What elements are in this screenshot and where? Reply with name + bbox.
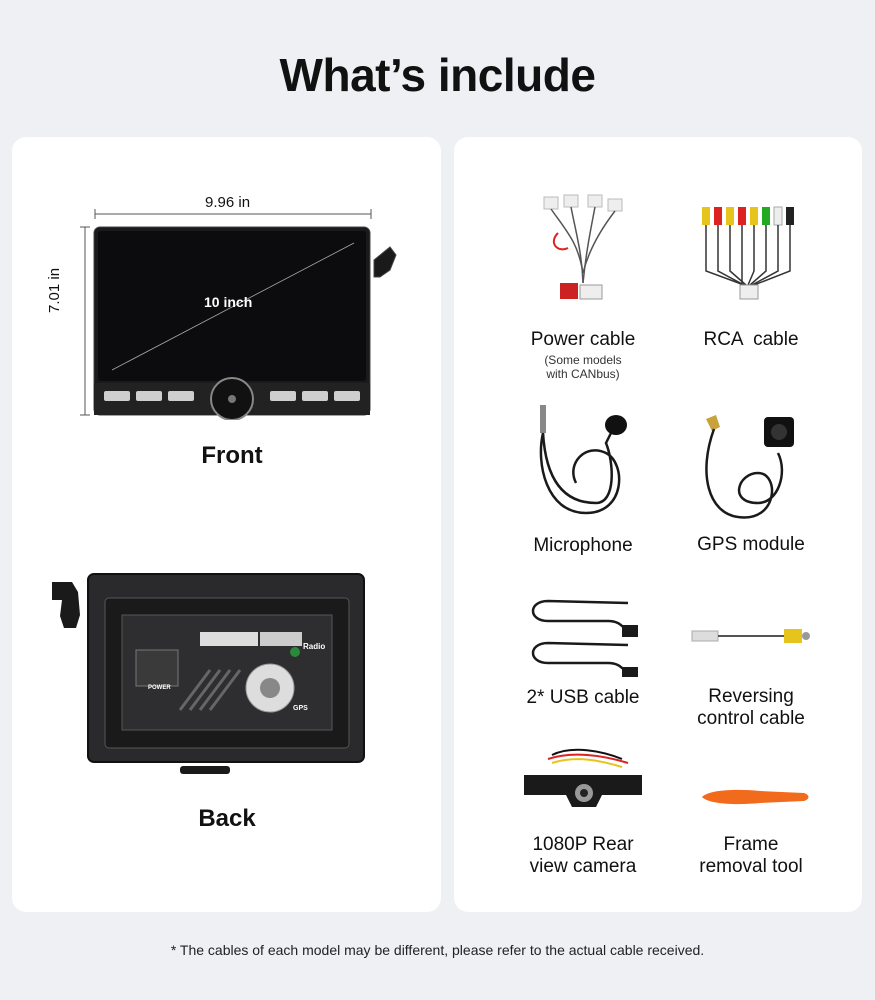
head-unit-card: 9.96 in 7.01 in 10 inch Front: [12, 137, 441, 912]
width-dimension-label: 9.96 in: [205, 194, 251, 211]
microphone-icon: [539, 405, 627, 515]
power-cable-note: (Some models with CANbus): [544, 353, 622, 381]
rear-camera-label: 1080P Rear view camera: [529, 834, 637, 877]
screen-size-label: 10 inch: [204, 294, 253, 310]
gps-module-icon: [705, 415, 794, 519]
removal-tool-icon: [702, 789, 809, 805]
rear-camera-icon: [524, 748, 642, 807]
reversing-cable-label: Reversing control cable: [697, 686, 805, 729]
accessories-card: Power cable (Some models with CANbus) RC…: [454, 137, 862, 912]
dimension-lines: [80, 209, 372, 416]
microphone-label: Microphone: [533, 535, 633, 556]
page-title: What’s include: [279, 49, 596, 101]
power-port-label: POWER: [148, 685, 171, 691]
gps-port-label: GPS: [293, 705, 308, 712]
head-unit-back-image: [52, 573, 365, 774]
height-dimension-label: 7.01 in: [46, 267, 63, 313]
rca-cable-icon: [702, 206, 794, 300]
back-view-label: Back: [198, 805, 256, 832]
rca-cable-label: RCA cable: [703, 329, 799, 350]
power-cable-label: Power cable: [530, 329, 636, 350]
reversing-cable-icon: [691, 629, 810, 643]
removal-tool-label: Frame removal tool: [699, 834, 803, 877]
gps-module-label: GPS module: [697, 534, 805, 555]
power-cable-icon: [543, 194, 623, 300]
radio-port-label: Radio: [303, 642, 326, 651]
footnote: * The cables of each model may be differ…: [170, 942, 705, 958]
head-unit-front-image: [93, 226, 397, 420]
usb-cable-label: 2* USB cable: [526, 687, 640, 708]
front-view-label: Front: [201, 442, 263, 469]
usb-cable-icon: [531, 599, 638, 677]
